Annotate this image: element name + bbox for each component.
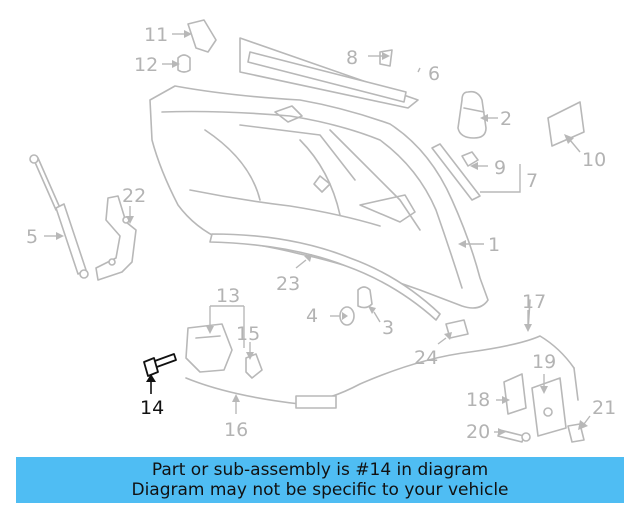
hood-panel <box>149 85 489 309</box>
label-3: 3 <box>382 317 394 339</box>
label-15: 15 <box>236 323 260 345</box>
hood-hinge <box>95 195 137 281</box>
label-22: 22 <box>122 185 146 207</box>
handle-18 <box>503 373 527 415</box>
label-7: 7 <box>526 170 538 192</box>
clip-15 <box>245 353 263 379</box>
release-cable <box>185 299 579 409</box>
info-banner: Part or sub-assembly is #14 in diagram D… <box>16 457 624 503</box>
label-21: 21 <box>592 397 616 419</box>
label-17: 17 <box>522 291 546 313</box>
parts-diagram: 1 2 3 4 5 6 7 8 9 10 11 12 13 14 15 16 1… <box>26 19 616 443</box>
label-11: 11 <box>144 24 168 46</box>
label-9: 9 <box>494 157 506 179</box>
label-14: 14 <box>140 397 164 419</box>
label-1: 1 <box>488 234 500 256</box>
label-12: 12 <box>134 54 158 76</box>
cowl-seal <box>239 37 419 109</box>
label-24: 24 <box>414 347 438 369</box>
label-4: 4 <box>306 305 318 327</box>
label-13: 13 <box>216 285 240 307</box>
hood-latch <box>185 323 233 373</box>
label-10 <box>547 101 585 147</box>
adjuster-bumper <box>357 286 373 309</box>
gas-strut <box>29 154 89 279</box>
label-5: 5 <box>26 226 38 248</box>
banner-line-1: Part or sub-assembly is #14 in diagram <box>151 460 489 480</box>
clip-12 <box>177 54 191 73</box>
banner-line-2: Diagram may not be specific to your vehi… <box>131 480 509 500</box>
part-labels: 1 2 3 4 5 6 7 8 9 10 11 12 13 14 15 16 1… <box>26 24 616 443</box>
seal-strip-7 <box>431 143 481 201</box>
bolt-14-highlighted <box>143 353 177 394</box>
label-10: 10 <box>582 149 606 171</box>
label-6: 6 <box>428 63 440 85</box>
label-8: 8 <box>346 47 358 69</box>
bracket-19 <box>531 377 567 437</box>
hood-bumper <box>457 90 487 139</box>
label-18: 18 <box>466 389 490 411</box>
label-23: 23 <box>276 273 300 295</box>
hood-seal <box>209 233 441 321</box>
label-20: 20 <box>466 421 490 443</box>
label-2: 2 <box>500 108 512 130</box>
bracket-11 <box>187 19 217 53</box>
bolt-20 <box>497 429 531 443</box>
label-19: 19 <box>532 351 556 373</box>
clip-9 <box>461 151 479 167</box>
leader-lines <box>44 30 591 436</box>
label-16: 16 <box>224 419 248 441</box>
